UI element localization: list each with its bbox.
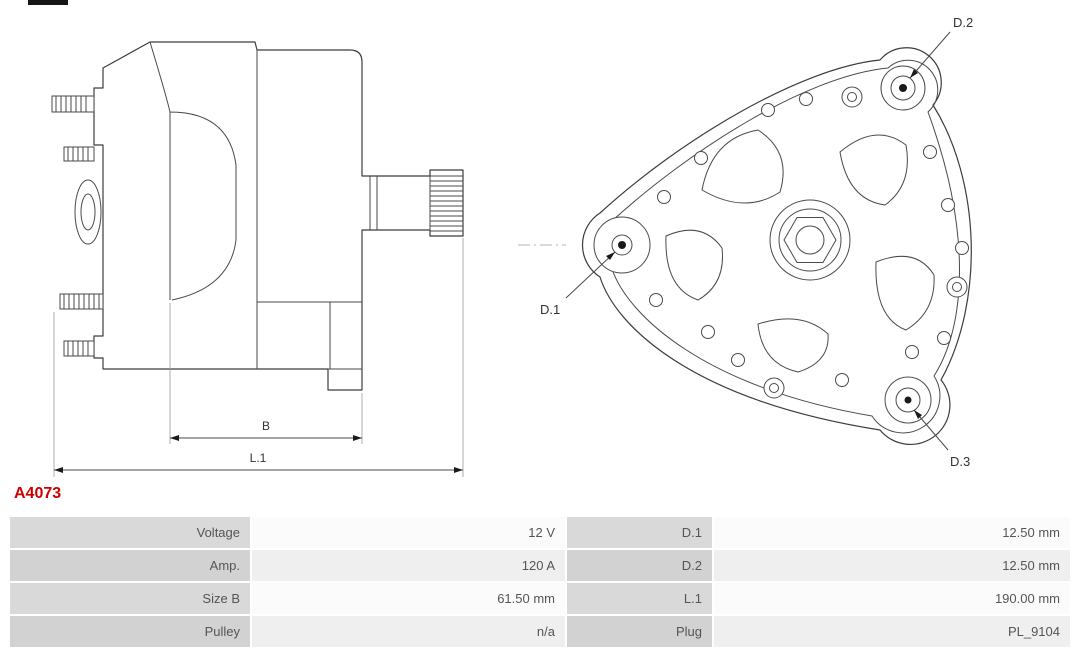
bolt-heads [763,86,968,399]
label-d3: D.3 [913,409,970,469]
label-d2: D.2 [909,15,973,79]
vent-cutouts [665,129,935,373]
logo-fragment [28,0,68,5]
vent-holes [649,92,969,387]
spec-value: n/a [252,616,565,647]
dimension-b: B [170,419,362,441]
mount-boss-inner [80,193,96,231]
dimension-l1: L.1 [54,451,463,473]
spline-hatch [430,175,463,232]
spec-value: PL_9104 [714,616,1070,647]
spec-value: 12 V [252,517,565,548]
technical-drawing: B L.1 [51,15,973,477]
dim-l1-label: L.1 [250,451,267,465]
side-view-outline [93,41,464,391]
threaded-studs [51,95,104,357]
spec-label: Amp. [10,550,250,581]
spec-value: 61.50 mm [252,583,565,614]
d1-label: D.1 [540,302,560,317]
spec-label: L.1 [567,583,712,614]
spec-value: 190.00 mm [714,583,1070,614]
stator-profile [149,41,237,301]
dim-b-label: B [262,419,270,433]
extension-lines [53,238,464,477]
label-d1: D.1 [540,251,616,317]
shaft-nut-hub [769,199,851,281]
alternator-side-view: B L.1 [51,41,464,477]
d2-label: D.2 [953,15,973,30]
mount-boss [74,179,102,245]
spec-table: Voltage 12 V D.1 12.50 mm Amp. 120 A D.2… [10,517,1070,647]
rear-view-inner-rim [596,59,960,434]
spec-value: 12.50 mm [714,550,1070,581]
spec-label: D.2 [567,550,712,581]
spec-label: Plug [567,616,712,647]
spec-label: D.1 [567,517,712,548]
spec-label: Pulley [10,616,250,647]
part-number-link[interactable]: A4073 [14,485,62,502]
spec-value: 120 A [252,550,565,581]
d3-label: D.3 [950,454,970,469]
mount-lobe-d1 [593,216,651,274]
alternator-rear-view: D.2 D.1 D.3 [518,15,973,469]
spec-label: Size B [10,583,250,614]
spec-value: 12.50 mm [714,517,1070,548]
mount-lobe-d2 [880,65,926,111]
spec-label: Voltage [10,517,250,548]
mount-lobe-d3 [884,376,932,424]
rear-housing-lines [256,50,362,370]
